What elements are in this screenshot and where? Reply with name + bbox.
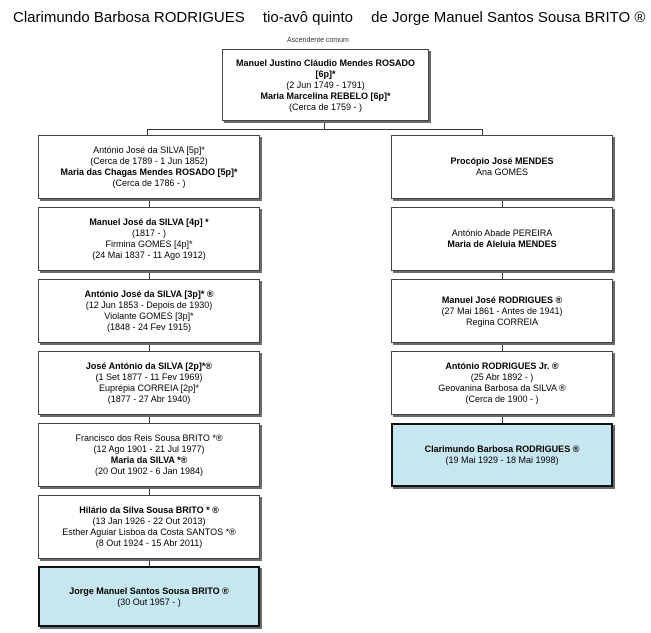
dates-primary: (1 Set 1877 - 11 Fev 1969) (95, 372, 203, 382)
title-person: Clarimundo Barbosa RODRIGUES (13, 9, 245, 26)
common-ancestor-box[interactable]: Manuel Justino Cláudio Mendes ROSADO [6p… (222, 49, 429, 121)
dates-primary: (12 Jun 1853 - Depois de 1930) (85, 300, 213, 310)
name-primary: Manuel José RODRIGUES ® (441, 294, 563, 305)
name-spouse: Maria da SILVA *® (110, 455, 188, 465)
name-primary: Jorge Manuel Santos Sousa BRITO ® (69, 585, 229, 596)
left-person-box[interactable]: José António da SILVA [2p]*®(1 Set 1877 … (38, 351, 260, 415)
connector-left-down (147, 129, 148, 135)
left-connector-0 (149, 199, 150, 207)
left-connector-3 (149, 415, 150, 423)
name-spouse: Regina CORREIA (465, 316, 539, 327)
connector-horizontal (147, 129, 483, 130)
name-primary: Manuel José da SILVA [4p] * (89, 217, 209, 227)
dates-primary: (27 Mai 1861 - Antes de 1941) (441, 305, 563, 316)
left-connector-2 (149, 343, 150, 351)
common-ancestor-label: Ascendente comum (287, 37, 349, 44)
name-primary: Hilário da Silva Sousa BRITO * ® (79, 505, 219, 515)
dates-spouse: (Cerca de 1900 - ) (465, 394, 539, 404)
right-person-box[interactable]: Clarimundo Barbosa RODRIGUES ®(19 Mai 19… (391, 423, 613, 487)
dates-spouse: (24 Mai 1837 - 11 Ago 1912) (92, 250, 206, 260)
name-spouse: Geovanina Barbosa da SILVA ® (438, 383, 566, 393)
title-relation: tio-avô quinto (262, 9, 353, 26)
right-connector-3 (502, 415, 503, 423)
name-spouse: Maria das Chagas Mendes ROSADO [5p]* (60, 167, 238, 177)
name-spouse: Esther Aguiar Lisboa da Costa SANTOS *® (62, 527, 236, 537)
ancestor-dates-1: (2 Jun 1749 - 1791) (286, 79, 365, 90)
dates-primary: (13 Jan 1926 - 22 Out 2013) (92, 516, 206, 526)
title-target: de Jorge Manuel Santos Sousa BRITO ® (371, 9, 646, 26)
left-person-box[interactable]: Manuel José da SILVA [4p] *(1817 - )Firm… (38, 207, 260, 271)
dates-spouse: (Cerca de 1786 - ) (112, 178, 186, 188)
name-primary: António Abade PEREIRA (451, 228, 553, 238)
name-primary: Procópio José MENDES (450, 156, 554, 166)
name-primary: António José da SILVA [3p]* ® (84, 289, 214, 299)
connector-top-down (324, 122, 325, 130)
name-primary: Francisco dos Reis Sousa BRITO *® (75, 433, 223, 443)
name-spouse: Violante GOMES [3p]* (104, 311, 194, 321)
name-spouse: Euprépia CORREIA [2p]* (98, 383, 200, 393)
left-person-box[interactable]: Francisco dos Reis Sousa BRITO *®(12 Ago… (38, 423, 260, 487)
dates-primary: (1817 - ) (131, 228, 166, 238)
right-person-box[interactable]: Manuel José RODRIGUES ®(27 Mai 1861 - An… (391, 279, 613, 343)
left-person-box[interactable]: António José da SILVA [3p]* ®(12 Jun 185… (38, 279, 260, 343)
dates-spouse: (20 Out 1902 - 6 Jan 1984) (94, 466, 204, 476)
ancestor-name-2: Maria Marcelina REBELO [6p]* (260, 90, 391, 101)
chart-title: Clarimundo Barbosa RODRIGUES tio-avô qui… (13, 9, 651, 26)
connector-right-down (482, 129, 483, 135)
dates-spouse: (1848 - 24 Fev 1915) (106, 322, 192, 332)
right-connector-2 (502, 343, 503, 351)
right-person-box[interactable]: António RODRIGUES Jr. ®(25 Abr 1892 - )G… (391, 351, 613, 415)
left-person-box[interactable]: António José da SILVA [5p]*(Cerca de 178… (38, 135, 260, 199)
left-connector-5 (149, 559, 150, 566)
left-connector-4 (149, 487, 150, 495)
name-primary: Clarimundo Barbosa RODRIGUES ® (424, 444, 580, 454)
ancestor-name-1-gen: [6p]* (315, 68, 336, 79)
left-person-box[interactable]: Jorge Manuel Santos Sousa BRITO ®(30 Out… (38, 566, 260, 627)
left-connector-1 (149, 271, 150, 279)
name-spouse: Firmina GOMES [4p]* (105, 239, 193, 249)
name-primary: António RODRIGUES Jr. ® (445, 361, 559, 371)
dates-primary: (Cerca de 1789 - 1 Jun 1852) (90, 156, 208, 166)
name-primary: José António da SILVA [2p]*® (85, 361, 213, 371)
ancestor-dates-2: (Cerca de 1759 - ) (288, 101, 363, 112)
ancestor-name-1: Manuel Justino Cláudio Mendes ROSADO (235, 57, 415, 68)
dates-primary: (25 Abr 1892 - ) (470, 372, 534, 382)
left-person-box[interactable]: Hilário da Silva Sousa BRITO * ®(13 Jan … (38, 495, 260, 559)
name-primary: António José da SILVA [5p]* (93, 145, 205, 155)
name-spouse: Maria de Aleluia MENDES (447, 239, 557, 249)
dates-spouse: (8 Out 1924 - 15 Abr 2011) (95, 538, 203, 548)
right-connector-0 (502, 199, 503, 207)
right-connector-1 (502, 271, 503, 279)
dates-primary: (19 Mai 1929 - 18 Mai 1998) (445, 455, 559, 465)
dates-primary: (30 Out 1957 - ) (117, 596, 181, 607)
dates-spouse: (1877 - 27 Abr 1940) (107, 394, 191, 404)
name-spouse: Ana GOMES (475, 167, 529, 177)
dates-primary: (12 Ago 1901 - 21 Jul 1977) (93, 444, 205, 454)
